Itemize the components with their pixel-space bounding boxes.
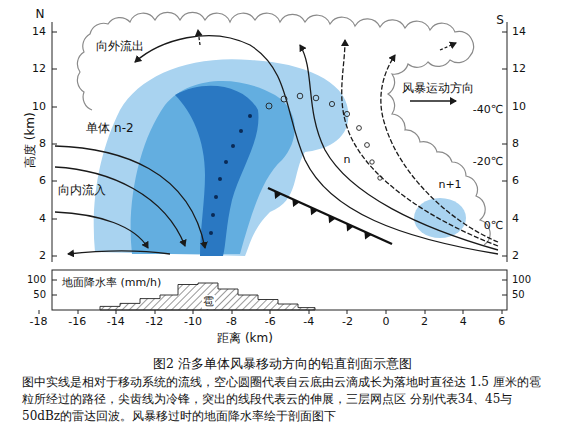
cold-front (268, 188, 392, 244)
front-tooth (346, 223, 353, 231)
streamline (55, 146, 205, 248)
distance-tick-label: -8 (226, 315, 237, 328)
distance-tick-label: -14 (107, 315, 125, 328)
hail-dot (248, 114, 252, 118)
axis-title: 高度 (km) (23, 112, 37, 168)
motion-label: 风暴运动方向 (402, 81, 474, 95)
rate-tick-label: 100 (512, 274, 531, 286)
panel-title: 地面降水率 (mm/h) (62, 276, 161, 289)
distance-tick-label: 6 (498, 315, 505, 328)
hail-path (266, 93, 382, 180)
streamline (300, 45, 498, 250)
temperature-label: 0℃ (484, 219, 503, 232)
precipitation-panel (39, 270, 507, 314)
temperature-label: -20℃ (473, 155, 503, 168)
height-tick-label: 8 (512, 137, 519, 150)
distance-tick-label: 0 (383, 315, 390, 328)
panel-frame (52, 270, 507, 310)
hail-dot (209, 231, 213, 235)
hail-circle (370, 160, 374, 164)
streamline (135, 36, 498, 254)
hail-dot (224, 160, 228, 164)
hail-circle (329, 101, 334, 106)
rate-tick-label: 100 (27, 274, 46, 286)
height-tick-label: 2 (39, 249, 46, 262)
echo-50dbz (175, 86, 258, 256)
compass-letter: S (496, 13, 504, 27)
flow-label: 向内流入 (58, 183, 106, 197)
hail-path (209, 114, 252, 235)
distance-tick-label: -18 (30, 315, 48, 328)
hail-dot (239, 129, 243, 133)
cell-label: 单体 n-2 (86, 121, 133, 135)
temperature-label: -40℃ (473, 103, 503, 116)
hail-circle (297, 93, 303, 99)
figure-title: 图2 沿多单体风暴移动方向的铅直剖面示意图 (0, 356, 565, 372)
height-tick-label: 14 (512, 25, 526, 38)
hail-circle (365, 143, 370, 148)
height-tick-label: 12 (32, 62, 46, 75)
hail-circle (313, 95, 319, 101)
axis-ticks (52, 32, 507, 256)
front-tooth (310, 207, 317, 215)
storm-motion-arrow (410, 100, 456, 101)
height-tick-label: 6 (512, 174, 519, 187)
height-tick-label: 4 (512, 212, 519, 225)
distance-tick-label: -16 (68, 315, 86, 328)
hail-circle (357, 126, 362, 131)
streamline (55, 212, 148, 248)
front-tooth (328, 215, 335, 223)
height-tick-label: 12 (512, 62, 526, 75)
height-tick-label: 2 (512, 249, 519, 262)
streamline (342, 40, 498, 246)
cloud-growth-segment (198, 30, 200, 45)
cell-label: n (344, 153, 351, 166)
hail-dot (231, 144, 235, 148)
distance-tick-label: -2 (342, 315, 353, 328)
streamline (68, 251, 170, 254)
height-tick-label: 6 (39, 174, 46, 187)
front-tooth (364, 232, 371, 240)
distance-tick-label: -4 (303, 315, 314, 328)
height-tick-label: 8 (39, 137, 46, 150)
flow-label: 向外流出 (96, 39, 144, 53)
compass-letter: N (36, 7, 45, 21)
height-tick-label: 4 (39, 212, 46, 225)
rate-tick-label: 50 (33, 289, 46, 301)
distance-tick-label: 4 (460, 315, 467, 328)
cloud-outline (77, 12, 490, 245)
front-tooth (274, 191, 281, 199)
cell-label: n+1 (438, 178, 461, 191)
front-tooth (292, 199, 299, 207)
hail-dot (214, 195, 218, 199)
figure-caption: 图中实线是相对于移动系统的流线，空心圆圈代表自云底由云滴成长为落地时直径达 1.… (22, 374, 548, 425)
rate-tick-label: 50 (512, 289, 525, 301)
echo-34dbz (414, 198, 466, 238)
streamline (381, 55, 498, 242)
distance-tick-label: -12 (145, 315, 163, 328)
streamline (55, 167, 185, 246)
height-tick-label: 14 (32, 25, 46, 38)
cloud-growth-segment (440, 43, 456, 50)
hail-circle (344, 111, 349, 116)
hail-circle (281, 96, 287, 102)
hail-dot (211, 213, 215, 217)
axis-title: 距离 (km) (217, 331, 273, 345)
cold-front-teeth (274, 191, 371, 240)
height-tick-label: 10 (32, 100, 46, 113)
height-axes (52, 22, 507, 262)
axis-line (52, 22, 507, 262)
hail-circle (378, 176, 382, 180)
height-tick-label: 10 (512, 100, 526, 113)
hail-dot (218, 177, 222, 181)
hail-label: 雹 (202, 295, 215, 308)
distance-tick-label: -10 (184, 315, 202, 328)
distance-tick-label: -6 (265, 315, 276, 328)
distance-tick-label: 2 (421, 315, 428, 328)
hail-circle (266, 103, 272, 109)
